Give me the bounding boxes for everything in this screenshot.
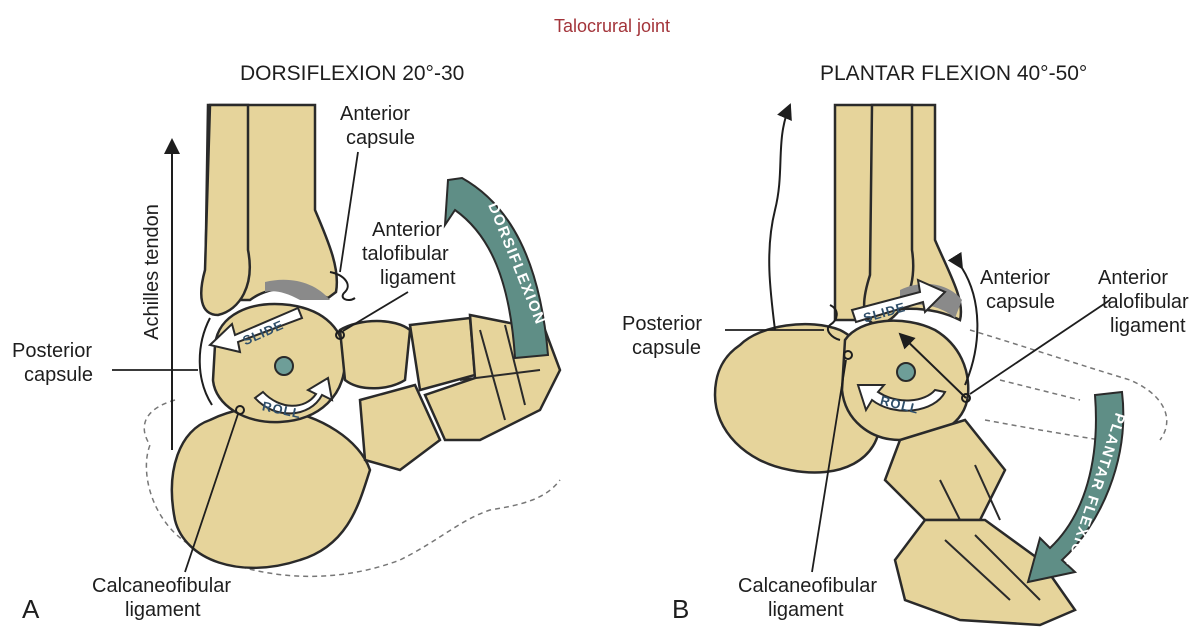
panel-a-calcaneus bbox=[172, 408, 370, 568]
panel-a-axis-dot bbox=[275, 357, 293, 375]
panel-a-anterior-capsule-leader bbox=[340, 152, 358, 272]
panel-b-anterior-capsule-label: Anterior bbox=[980, 267, 1050, 289]
panel-b-posterior-capsule-label-2: capsule bbox=[632, 337, 701, 359]
panel-a-atfl-label-3: ligament bbox=[380, 267, 456, 289]
panel-b-letter: B bbox=[672, 594, 689, 624]
panel-a-atfl-label: Anterior bbox=[372, 219, 442, 241]
panel-b-atfl-leader bbox=[970, 300, 1110, 394]
panel-b-anterior-capsule-label-2: capsule bbox=[986, 291, 1055, 313]
panel-a-posterior-capsule-label: Posterior bbox=[12, 340, 92, 362]
panel-b-skin-outline bbox=[970, 330, 1167, 440]
panel-a-anterior-capsule-label: Anterior bbox=[340, 103, 410, 125]
panel-b-atfl-label-2: talofibular bbox=[1102, 291, 1189, 313]
panel-dorsiflexion: DORSIFLEXION 20°-30 SLIDE bbox=[12, 62, 560, 624]
panel-a-achilles-label: Achilles tendon bbox=[141, 204, 163, 340]
panel-b-plantar-flexion-arrow: PLANTAR FLEXION bbox=[1028, 392, 1128, 582]
panel-a-anterior-capsule-label-2: capsule bbox=[346, 127, 415, 149]
panel-b-heading: PLANTAR FLEXION 40°-50° bbox=[820, 62, 1087, 85]
panel-b-cfl-label: Calcaneofibular bbox=[738, 575, 877, 597]
panel-b-atfl-label-3: ligament bbox=[1110, 315, 1186, 337]
panel-a-posterior-capsule-label-2: capsule bbox=[24, 364, 93, 386]
panel-b-cfl-label-2: ligament bbox=[768, 599, 844, 621]
panel-a-heading: DORSIFLEXION 20°-30 bbox=[240, 62, 464, 85]
panel-a-fibula bbox=[201, 105, 249, 315]
panel-a-atfl-label-2: talofibular bbox=[362, 243, 449, 265]
panel-a-navicular bbox=[340, 321, 410, 388]
panel-a-letter: A bbox=[22, 594, 40, 624]
figure-title: Talocrural joint bbox=[554, 16, 670, 36]
panel-plantar-flexion: PLANTAR FLEXION 40°-50° SLIDE bbox=[622, 62, 1189, 625]
panel-a-posterior-capsule-arc bbox=[200, 318, 212, 405]
panel-b-axis-dot bbox=[897, 363, 915, 381]
panel-b-posterior-capsule-label: Posterior bbox=[622, 313, 702, 335]
panel-b-atfl-label: Anterior bbox=[1098, 267, 1168, 289]
panel-a-cfl-label-2: ligament bbox=[125, 599, 201, 621]
panel-b-achilles-line bbox=[769, 105, 790, 330]
panel-a-cfl-label: Calcaneofibular bbox=[92, 575, 231, 597]
